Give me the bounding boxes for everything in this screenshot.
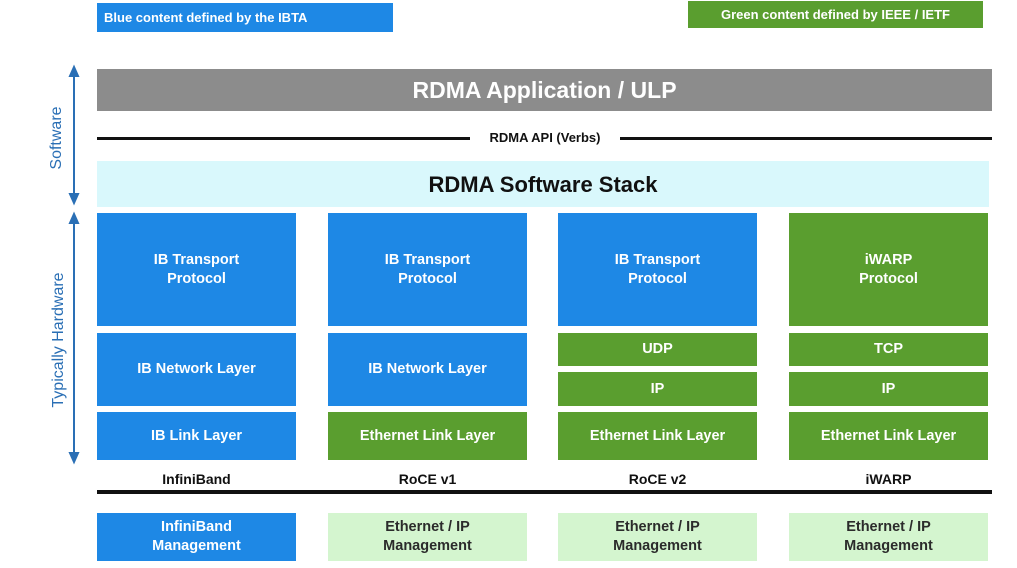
iwarp-column-label: iWARP	[865, 471, 912, 487]
hardware-axis-label: Typically Hardware	[50, 272, 67, 408]
rocev2-udp-label: UDP	[642, 341, 673, 357]
iwarp-ip-label: IP	[881, 380, 896, 397]
rocev2-link: Ethernet Link Layer	[558, 412, 757, 460]
infiniband-network-label: IB Network Layer	[137, 361, 256, 377]
management-divider	[97, 490, 992, 494]
rdma-software-stack-label: RDMA Software Stack	[428, 171, 658, 197]
iwarp-link-label: Ethernet Link Layer	[820, 427, 957, 444]
iwarp-management: Ethernet / IP Management	[789, 513, 988, 561]
rocev1-network: IB Network Layer	[328, 333, 527, 406]
iwarp-management-label: Ethernet / IP Management	[844, 519, 933, 554]
hardware-axis-arrow-up	[68, 211, 80, 224]
iwarp-tcp-label: TCP	[874, 341, 903, 357]
rocev2-transport-label: IB Transport Protocol	[614, 251, 701, 287]
rocev1-link-label: Ethernet Link Layer	[359, 427, 496, 444]
rocev2-ip-label: IP	[650, 380, 665, 397]
infiniband-column-label: InfiniBand	[162, 471, 231, 487]
infiniband-transport-label: IB Transport Protocol	[153, 251, 240, 287]
rocev2-column-label: RoCE v2	[628, 471, 687, 487]
software-axis-arrow-up	[68, 64, 80, 77]
infiniband-network: IB Network Layer	[97, 333, 296, 406]
rdma-software-stack: RDMA Software Stack	[97, 161, 989, 207]
infiniband-link-label: IB Link Layer	[150, 427, 243, 444]
software-axis-label: Software	[48, 106, 65, 170]
software-axis-arrow-down	[68, 193, 80, 206]
iwarp-transport-label: iWARP Protocol	[859, 251, 918, 287]
infiniband-management-label: InfiniBand Management	[152, 519, 241, 554]
legend-blue: Blue content defined by the IBTA	[97, 3, 393, 32]
iwarp-tcp: TCP	[789, 333, 988, 366]
rocev1-column-label: RoCE v1	[398, 471, 457, 487]
rocev1-management: Ethernet / IP Management	[328, 513, 527, 561]
rocev1-transport-label: IB Transport Protocol	[384, 251, 471, 287]
iwarp-ip: IP	[789, 372, 988, 406]
rocev2-management: Ethernet / IP Management	[558, 513, 757, 561]
infiniband-management: InfiniBand Management	[97, 513, 296, 561]
rdma-application-label: RDMA Application / ULP	[412, 76, 677, 103]
iwarp-transport: iWARP Protocol	[789, 213, 988, 326]
rocev1-link: Ethernet Link Layer	[328, 412, 527, 460]
legend-green: Green content defined by IEEE / IETF	[688, 1, 983, 28]
rocev1-network-label: IB Network Layer	[368, 361, 487, 377]
hardware-axis-arrow-down	[68, 452, 80, 465]
rocev1-transport: IB Transport Protocol	[328, 213, 527, 326]
rocev2-ip: IP	[558, 372, 757, 406]
legend-blue-text: Blue content defined by the IBTA	[104, 10, 308, 25]
rocev1-management-label: Ethernet / IP Management	[383, 519, 472, 554]
infiniband-link: IB Link Layer	[97, 412, 296, 460]
rocev2-link-label: Ethernet Link Layer	[589, 427, 726, 444]
rocev2-udp: UDP	[558, 333, 757, 366]
rocev2-management-label: Ethernet / IP Management	[613, 519, 702, 554]
api-label: RDMA API (Verbs)	[489, 130, 601, 145]
legend-green-text: Green content defined by IEEE / IETF	[721, 7, 950, 22]
axis-arrows	[68, 64, 80, 465]
infiniband-transport: IB Transport Protocol	[97, 213, 296, 326]
api-label-box: RDMA API (Verbs)	[470, 129, 620, 147]
iwarp-link: Ethernet Link Layer	[789, 412, 988, 460]
rdma-application-bar: RDMA Application / ULP	[97, 69, 992, 111]
rocev2-transport: IB Transport Protocol	[558, 213, 757, 326]
